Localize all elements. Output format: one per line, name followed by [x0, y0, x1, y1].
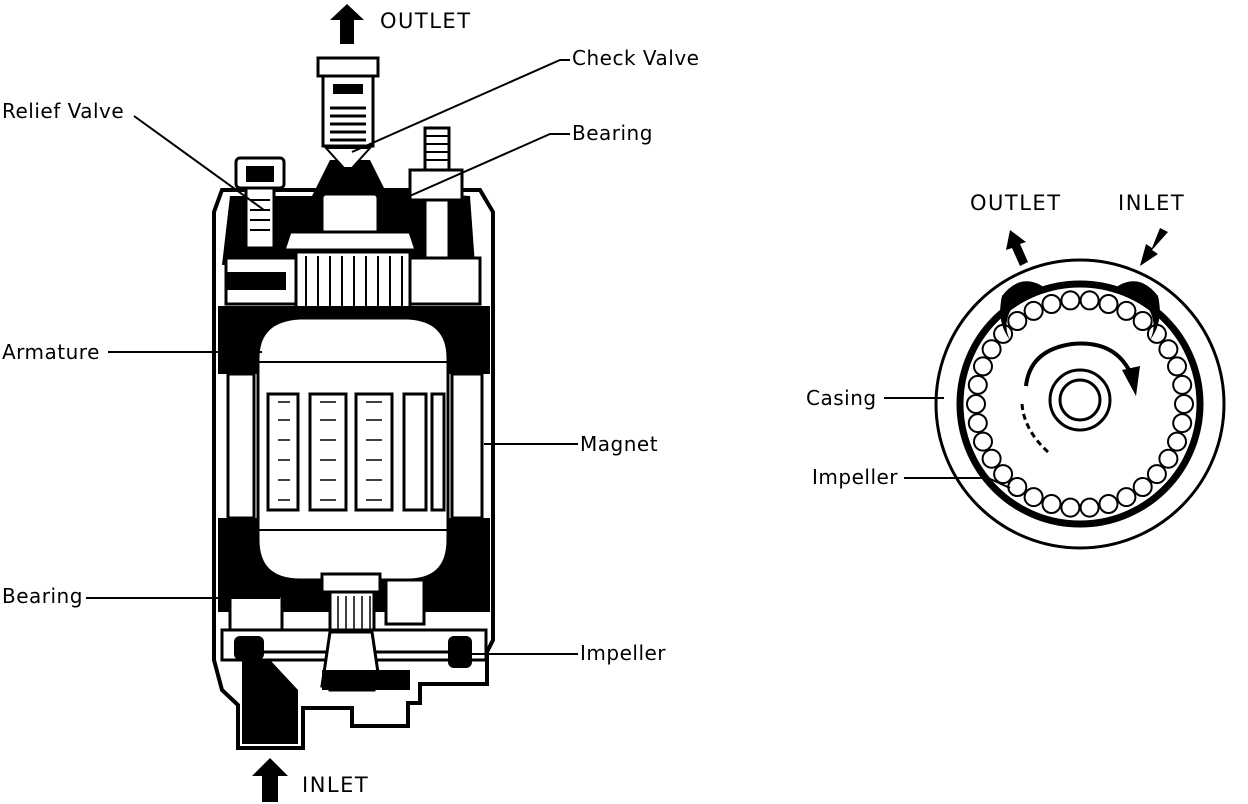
outlet-arrow-icon	[330, 4, 364, 44]
impeller-tooth	[1158, 448, 1179, 469]
impeller-tooth	[1007, 311, 1028, 331]
armature-label: Armature	[2, 340, 100, 364]
end-inlet-label: INLET	[1118, 191, 1185, 215]
impeller-tooth	[1060, 290, 1081, 311]
check-valve-assembly	[316, 56, 380, 169]
bearing-top-label: Bearing	[572, 121, 653, 145]
casing-label: Casing	[806, 386, 877, 410]
impeller-tooth	[993, 464, 1014, 485]
magnet-left	[226, 372, 256, 520]
impeller-tooth	[1146, 464, 1167, 485]
end-impeller-label: Impeller	[812, 465, 898, 489]
impeller-tooth	[1132, 477, 1153, 497]
impeller-tooth	[981, 448, 1002, 469]
commutator	[294, 250, 412, 316]
rotation-arrow-icon	[1024, 341, 1132, 387]
impeller-tooth	[1079, 497, 1100, 518]
impeller-tooth	[1116, 300, 1137, 321]
pump-cross-section	[86, 4, 578, 802]
impeller-tooth	[973, 356, 993, 377]
impeller-tooth	[1041, 294, 1062, 314]
impeller-tooth	[973, 431, 993, 452]
impeller-tooth	[1132, 311, 1153, 331]
impeller-tooth	[1172, 413, 1193, 434]
impeller-tooth	[1023, 300, 1044, 321]
end-outlet-label: OUTLET	[970, 191, 1062, 215]
impeller-tooth	[1172, 374, 1193, 395]
impeller-tooth	[1167, 356, 1187, 377]
pump-inlet-label: INLET	[302, 773, 369, 797]
impeller-tooth	[1023, 487, 1044, 508]
magnet-right	[450, 372, 484, 520]
impeller-tooth	[1174, 394, 1194, 414]
pump-leader-lines	[86, 59, 578, 655]
impeller-tooth	[1079, 290, 1100, 311]
impeller-tooth	[981, 339, 1002, 360]
end-inlet-arrow-icon	[1140, 228, 1168, 266]
lower-bearing-left	[228, 594, 284, 632]
check-valve-label: Check Valve	[572, 46, 699, 70]
impeller-tooth	[1007, 477, 1028, 497]
hub-inner	[1058, 378, 1102, 422]
pump-impeller	[220, 628, 488, 690]
pump-outlet-label: OUTLET	[380, 9, 472, 33]
magnet-label: Magnet	[580, 432, 658, 456]
inlet-arrow-icon	[252, 758, 288, 802]
relief-valve-assembly	[234, 156, 286, 250]
relief-valve-label: Relief Valve	[2, 99, 124, 123]
impeller-tooth	[1041, 494, 1062, 514]
impeller-end-view	[884, 228, 1226, 550]
impeller-tooth	[1060, 497, 1081, 518]
impeller-tooth	[1098, 294, 1119, 314]
bearing-bottom-label: Bearing	[2, 584, 83, 608]
impeller-tooth	[967, 374, 988, 395]
inlet-passage	[242, 660, 298, 744]
impeller-tooth	[967, 413, 988, 434]
impeller-tooth	[1098, 494, 1119, 514]
end-outlet-arrow-icon	[1006, 230, 1028, 266]
impeller-tooth	[966, 394, 986, 414]
armature	[256, 316, 450, 582]
impeller-tooth	[1167, 431, 1187, 452]
impeller-tooth	[1116, 487, 1137, 508]
pump-impeller-label: Impeller	[580, 641, 666, 665]
impeller-tooth	[1158, 339, 1179, 360]
